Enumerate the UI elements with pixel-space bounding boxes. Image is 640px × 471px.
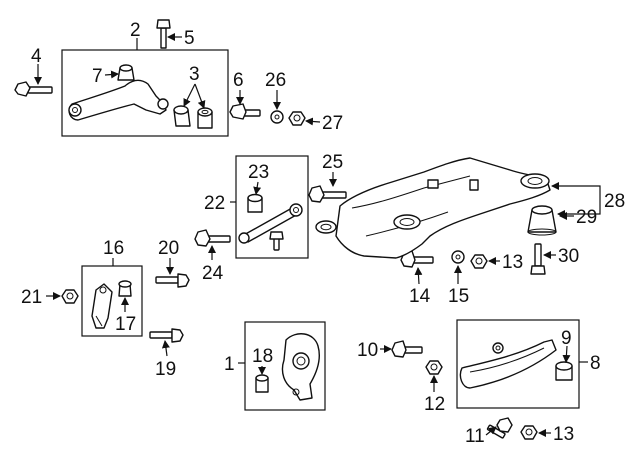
bolt-part-30	[530, 243, 546, 275]
callout-26: 26	[265, 70, 286, 91]
knuckle-bushing-part	[255, 374, 269, 393]
callout-27: 27	[322, 113, 343, 134]
bolt-part-24	[194, 229, 231, 247]
toe-link-bushing-part	[247, 193, 263, 213]
washer-part-15	[451, 250, 465, 264]
bolt-part-6	[229, 103, 261, 120]
bolt-part-25	[308, 185, 347, 203]
bump-stop-part	[117, 64, 135, 81]
toe-link-bolt-part	[269, 231, 284, 251]
callout-14: 14	[409, 286, 431, 307]
bolt-part-11	[486, 417, 513, 439]
callout-9: 9	[561, 328, 572, 349]
subframe-mount-part	[527, 205, 557, 236]
subframe-part	[315, 157, 551, 259]
nut-part-21	[61, 289, 79, 304]
callout-3: 3	[189, 64, 200, 85]
bolt-part-10	[391, 340, 423, 358]
toe-link-part	[238, 203, 303, 244]
callout-12: 12	[424, 394, 445, 415]
callout-28: 28	[604, 191, 625, 212]
callout-17: 17	[115, 314, 136, 335]
nut-part-13-upper	[470, 254, 488, 269]
callout-24: 24	[202, 263, 224, 284]
callout-22: 22	[204, 193, 225, 214]
callout-1: 1	[224, 354, 235, 375]
callout-18: 18	[252, 346, 273, 367]
callout-20: 20	[158, 238, 179, 259]
callout-13-lower: 13	[553, 424, 574, 445]
nut-part-13-lower	[520, 425, 538, 440]
washer-part-26	[270, 110, 284, 124]
arm-bushings-part	[173, 105, 213, 129]
lower-arm-bushing-part	[555, 361, 573, 381]
callout-15: 15	[448, 286, 469, 307]
callout-4: 4	[31, 46, 42, 67]
callout-2: 2	[130, 20, 141, 41]
callout-labels: 1 2 3 4 5 6 7 8 9 10 11 12 13 13 14 15 1…	[21, 20, 625, 447]
callout-7: 7	[92, 66, 103, 87]
callout-23: 23	[248, 162, 269, 183]
callout-13-upper: 13	[502, 252, 523, 273]
bolt-part-5	[156, 19, 171, 49]
group-box-2	[61, 49, 229, 137]
leader-lines	[34, 33, 601, 437]
nut-part-27	[288, 111, 306, 126]
bolt-part-19	[149, 328, 184, 343]
lower-control-arm-part	[459, 339, 557, 389]
callout-19: 19	[155, 359, 176, 380]
bolt-part-20	[155, 273, 190, 288]
callout-29: 29	[576, 207, 597, 228]
callout-11: 11	[465, 426, 485, 447]
callout-10: 10	[357, 340, 378, 361]
stabilizer-link-part	[91, 283, 113, 329]
group-box-22	[235, 155, 309, 259]
callout-21: 21	[21, 287, 42, 308]
nut-part-12	[425, 360, 443, 375]
callout-25: 25	[322, 152, 343, 173]
callout-30: 30	[558, 246, 579, 267]
group-box-16	[81, 265, 143, 337]
group-box-8	[456, 319, 580, 409]
callout-5: 5	[184, 28, 195, 49]
group-box-1	[244, 321, 326, 411]
callout-6: 6	[233, 70, 244, 91]
stabilizer-bushing-part	[118, 280, 132, 297]
callout-16: 16	[103, 238, 124, 259]
bolt-part-4	[14, 81, 53, 97]
knuckle-part	[281, 333, 320, 401]
callout-8: 8	[590, 353, 601, 374]
upper-control-arm-part	[68, 79, 169, 121]
